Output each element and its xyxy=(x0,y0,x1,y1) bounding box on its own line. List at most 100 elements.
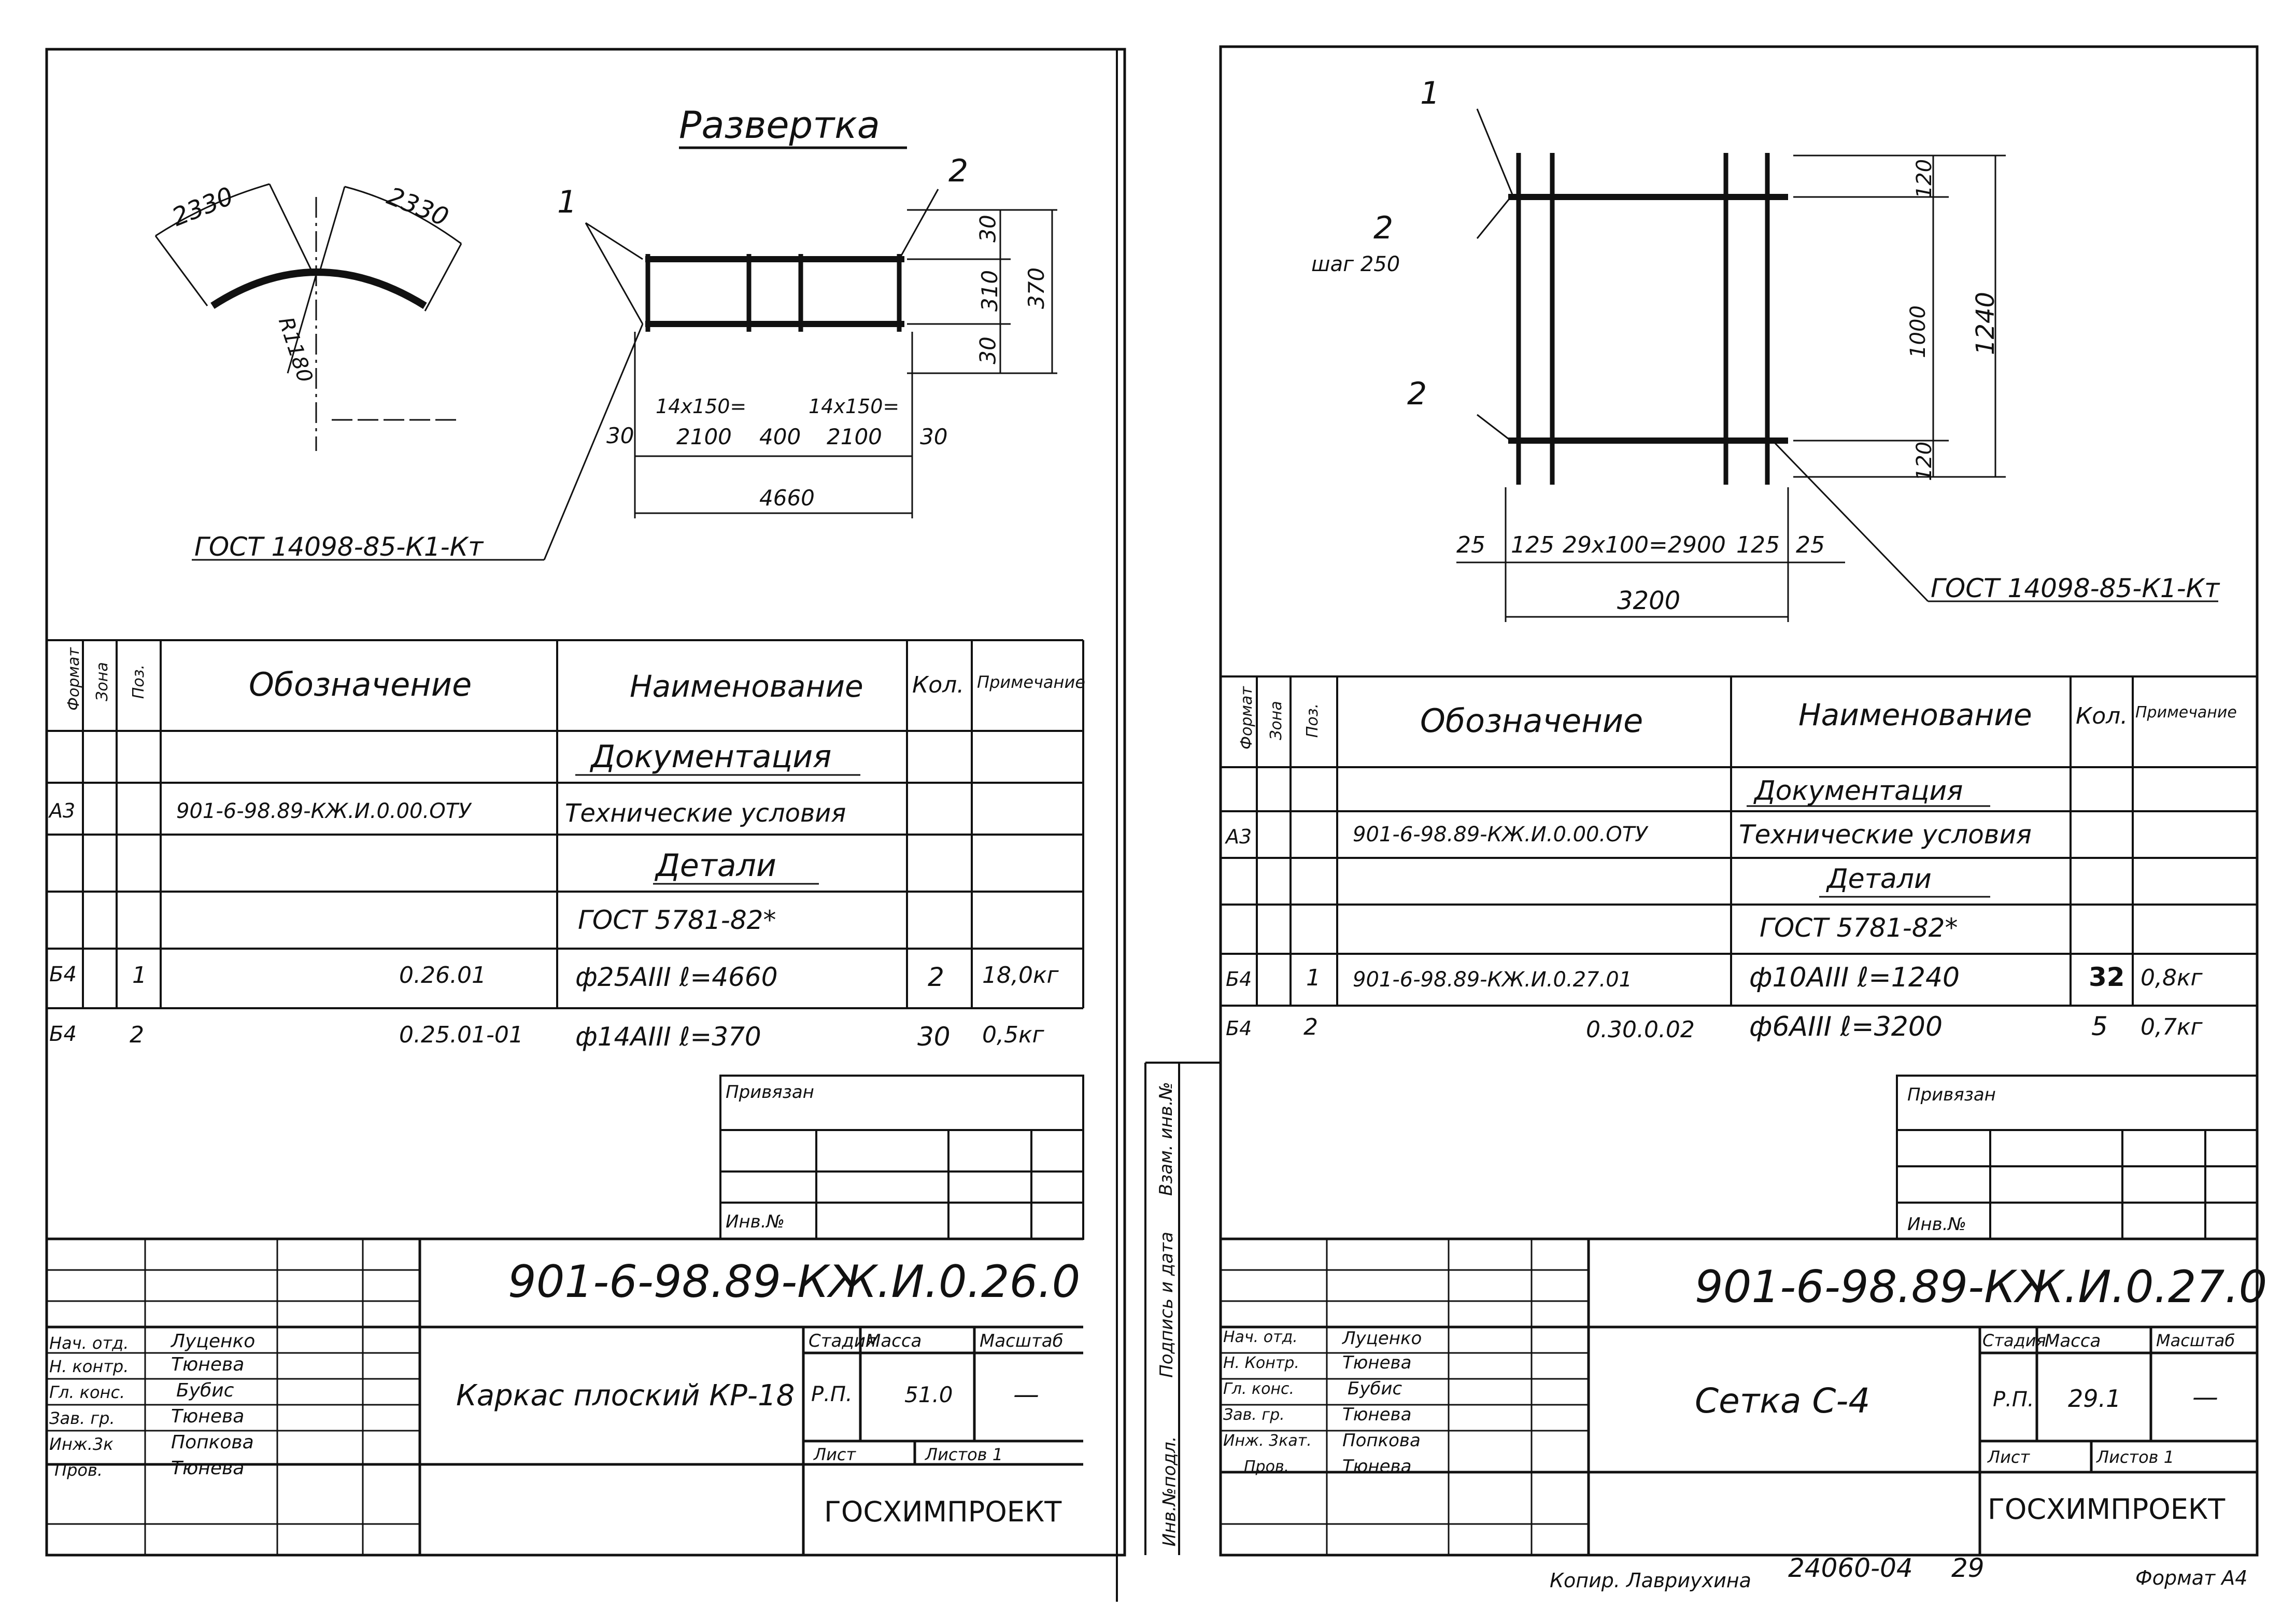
left-dim-pitch-a: 14x150= xyxy=(656,395,747,418)
right-pos1: 1 xyxy=(1420,75,1440,111)
left-org: ГОСХИМПРОЕКТ xyxy=(824,1495,1062,1528)
right-h-zone: Зона xyxy=(1267,701,1285,740)
right-dim-120-top: 120 xyxy=(1912,159,1937,199)
right-dim-125-left: 125 xyxy=(1511,532,1554,558)
right-sheets-label: Листов 1 xyxy=(2096,1447,2175,1467)
left-sheet-border xyxy=(45,48,1126,1557)
right-h-note: Примечание xyxy=(2135,703,2237,722)
left-doc-format: А3 xyxy=(49,799,76,822)
left-name-1: Тюнева xyxy=(171,1354,245,1375)
left-dim-30-bot: 30 xyxy=(975,336,1001,364)
right-dim-1240: 1240 xyxy=(1971,291,2001,356)
right-h-format: Формат xyxy=(1237,686,1256,750)
right-org: ГОСХИМПРОЕКТ xyxy=(1988,1493,2226,1526)
left-dim-pitch-b: 14x150= xyxy=(809,395,900,418)
left-role-4: Инж.3к xyxy=(49,1434,114,1454)
right-step: шаг 250 xyxy=(1311,252,1400,276)
footer-copy: Копир. Лавриухина xyxy=(1550,1569,1751,1592)
left-dim-310: 310 xyxy=(977,270,1003,312)
left-name-4: Попкова xyxy=(171,1432,254,1453)
right-section-doc: Документация xyxy=(1754,775,1963,807)
left-role-5: Пров. xyxy=(54,1460,103,1480)
right-inv-no: Инв.№ xyxy=(1907,1214,1966,1235)
right-row1-note: 0,8кг xyxy=(2141,965,2203,991)
left-heading: Развертка xyxy=(679,103,880,147)
left-h-qty: Кол. xyxy=(912,672,965,698)
left-row2-qty: 30 xyxy=(917,1022,951,1052)
left-stage-label: Стадия xyxy=(809,1331,876,1351)
left-name-3: Тюнева xyxy=(171,1406,245,1427)
left-row1-name: ф25АIII ℓ=4660 xyxy=(575,962,778,992)
right-row1-format: Б4 xyxy=(1226,968,1252,991)
right-role-1: Н. Контр. xyxy=(1223,1354,1299,1372)
left-h-format: Формат xyxy=(64,647,83,711)
right-scale: — xyxy=(2192,1382,2218,1412)
side-label-inv-orig: Инв.№подл. xyxy=(1159,1436,1180,1547)
left-row1-designation: 0.26.01 xyxy=(399,962,486,989)
left-row2-format: Б4 xyxy=(49,1022,77,1046)
right-dim-125-right: 125 xyxy=(1736,532,1780,558)
footer-format: Формат А4 xyxy=(2135,1566,2248,1589)
left-doc-name: Технические условия xyxy=(565,799,846,828)
left-name-0: Луценко xyxy=(171,1331,256,1352)
right-row2-pos: 2 xyxy=(1303,1014,1318,1040)
right-dim-25-left: 25 xyxy=(1456,532,1485,558)
left-title: Каркас плоский КР-18 xyxy=(456,1379,795,1413)
left-pos1: 1 xyxy=(557,184,577,220)
right-sheet-border xyxy=(1219,45,2259,1557)
right-dim-3200: 3200 xyxy=(1617,586,1681,615)
left-role-3: Зав. гр. xyxy=(49,1408,115,1428)
right-row1-qty: 32 xyxy=(2089,962,2125,992)
left-role-1: Н. контр. xyxy=(49,1357,129,1376)
left-dim-4660: 4660 xyxy=(759,485,815,511)
right-h-qty: Кол. xyxy=(2076,703,2128,729)
right-scale-label: Масштаб xyxy=(2156,1331,2235,1350)
left-gost-row: ГОСТ 5781-82* xyxy=(578,905,776,935)
left-dim-2100-b: 2100 xyxy=(827,424,882,449)
right-mass: 29.1 xyxy=(2068,1385,2121,1413)
left-inv-no: Инв.№ xyxy=(726,1211,785,1232)
right-role-5: Пров. xyxy=(1244,1458,1289,1476)
left-pos2: 2 xyxy=(948,153,969,189)
right-gost-row: ГОСТ 5781-82* xyxy=(1760,913,1958,943)
right-pos2: 2 xyxy=(1373,210,1394,246)
right-stage-label: Стадия xyxy=(1982,1331,2046,1350)
right-h-designation: Обозначение xyxy=(1420,702,1643,740)
right-doc-designation: 901-6-98.89-КЖ.И.0.00.ОТУ xyxy=(1353,823,1648,846)
right-doc-name: Технические условия xyxy=(1739,820,2032,850)
left-dim-30-right: 30 xyxy=(920,424,948,449)
left-row1-pos: 1 xyxy=(132,962,147,989)
right-dim-25-right: 25 xyxy=(1796,532,1825,558)
left-privyazan: Привязан xyxy=(726,1082,814,1103)
right-name-1: Тюнева xyxy=(1342,1352,1412,1373)
left-dim-30-top: 30 xyxy=(975,215,1001,243)
left-h-name: Наименование xyxy=(630,669,863,704)
left-row2-note: 0,5кг xyxy=(982,1022,1044,1048)
left-section-parts: Детали xyxy=(656,848,776,884)
left-sheet-label: Лист xyxy=(814,1445,856,1464)
left-stage: Р.П. xyxy=(811,1382,853,1406)
left-section-doc: Документация xyxy=(591,739,832,775)
left-scale-label: Масштаб xyxy=(980,1331,1064,1351)
right-pos2b: 2 xyxy=(1407,376,1427,412)
right-row1-designation: 901-6-98.89-КЖ.И.0.27.01 xyxy=(1353,968,1633,992)
left-row1-note: 18,0кг xyxy=(982,962,1059,989)
right-role-3: Зав. гр. xyxy=(1223,1406,1285,1424)
left-dim-2100-a: 2100 xyxy=(676,424,732,449)
right-section-parts: Детали xyxy=(1827,864,1932,895)
right-name-5: Тюнева xyxy=(1342,1456,1412,1477)
left-sheets-label: Листов 1 xyxy=(925,1445,1003,1464)
right-dim-pitch: 29x100=2900 xyxy=(1563,532,1726,558)
right-title: Сетка С-4 xyxy=(1695,1381,1870,1421)
right-row1-pos: 1 xyxy=(1306,965,1321,991)
right-sheet-label: Лист xyxy=(1988,1447,2030,1467)
right-row1-name: ф10АIII ℓ=1240 xyxy=(1749,962,1960,993)
footer-number: 24060-04 xyxy=(1788,1553,1913,1583)
left-dim-370: 370 xyxy=(1024,267,1050,309)
left-row2-name: ф14АIII ℓ=370 xyxy=(575,1022,761,1052)
right-doc-format: А3 xyxy=(1226,825,1252,848)
left-h-zone: Зона xyxy=(93,662,111,701)
right-row2-format: Б4 xyxy=(1226,1017,1252,1040)
left-row1-format: Б4 xyxy=(49,963,77,986)
right-gost-note: ГОСТ 14098-85-К1-Кт xyxy=(1931,573,2220,603)
